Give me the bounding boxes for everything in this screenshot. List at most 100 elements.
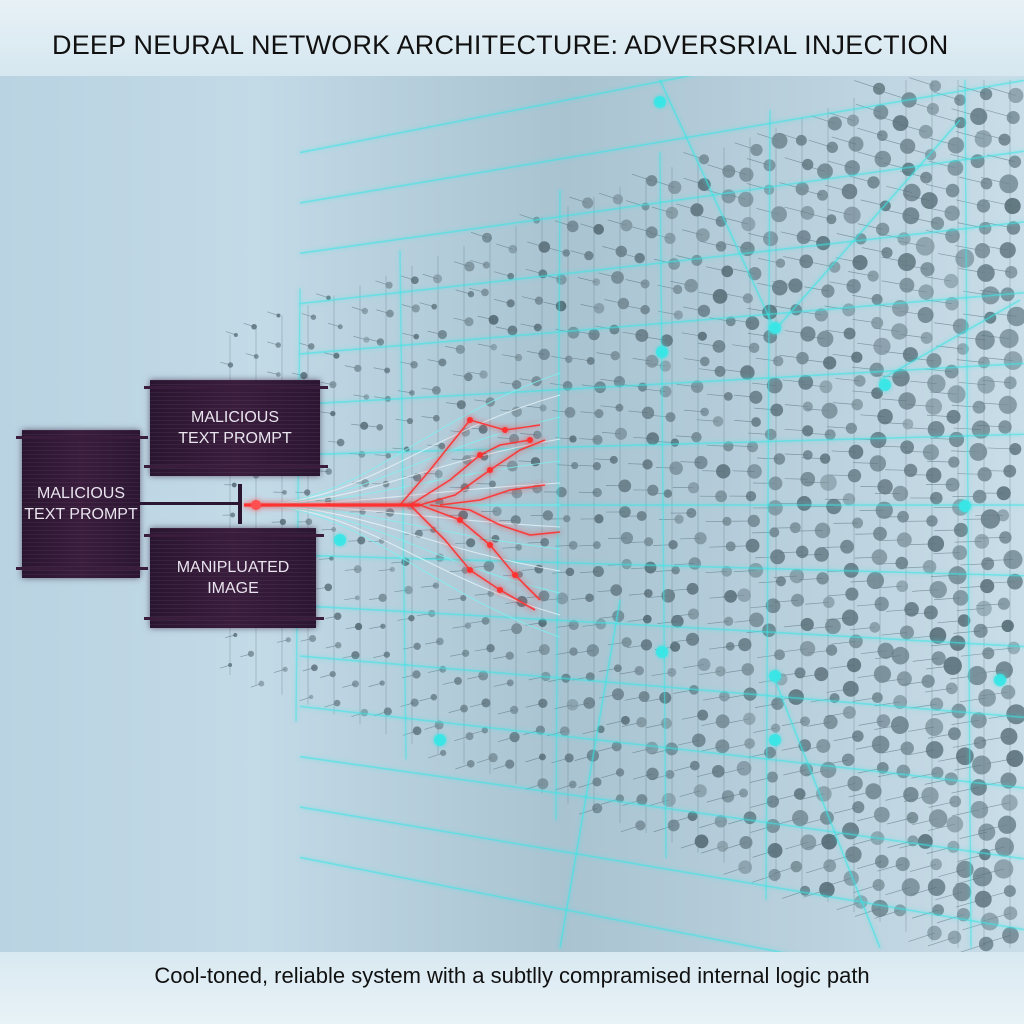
mesh-node: [697, 658, 711, 671]
mesh-node: [931, 766, 944, 779]
mesh-node: [802, 425, 814, 437]
mesh-node: [979, 87, 993, 101]
mesh-node: [378, 593, 387, 602]
cyan-glow-node: [656, 646, 668, 658]
mesh-node: [970, 800, 989, 819]
mesh-node: [464, 261, 475, 272]
mesh-node: [976, 600, 992, 617]
mesh-node: [897, 253, 916, 272]
mesh-node: [946, 815, 964, 833]
mesh-node: [852, 517, 864, 529]
mesh-node: [814, 667, 829, 682]
mesh-node: [331, 526, 337, 532]
mesh-node: [592, 803, 603, 814]
mesh-node: [903, 463, 918, 478]
mesh-node: [413, 642, 421, 650]
mesh-node: [285, 637, 291, 643]
mesh-node: [505, 759, 515, 769]
mesh-node: [749, 390, 763, 404]
mesh-node: [716, 464, 731, 479]
mesh-node: [460, 594, 467, 602]
mesh-node: [791, 593, 805, 607]
mesh-node: [276, 313, 281, 318]
mesh-node: [762, 304, 778, 320]
mesh-node: [640, 639, 653, 651]
mesh-node: [788, 689, 804, 705]
mesh-node: [821, 402, 838, 419]
mesh-node: [827, 116, 842, 131]
mesh-node: [661, 792, 676, 807]
mesh-node: [689, 760, 700, 771]
mesh-node: [929, 627, 947, 644]
mesh-node: [867, 176, 880, 189]
mesh-node: [799, 763, 814, 777]
mesh-node: [903, 183, 921, 202]
mesh-node: [695, 228, 710, 243]
mesh-node: [361, 307, 369, 315]
mesh-node: [690, 380, 704, 393]
mesh-node: [659, 360, 671, 372]
mesh-node: [567, 326, 580, 339]
mesh-node: [722, 164, 736, 178]
mesh-node: [945, 296, 959, 311]
mesh-node: [432, 582, 439, 589]
mesh-node: [871, 293, 883, 306]
mesh-node: [300, 371, 308, 380]
mesh-node: [974, 890, 992, 908]
mesh-node: [664, 232, 676, 245]
mesh-node: [492, 506, 502, 517]
mesh-node: [383, 651, 391, 658]
mesh-node: [691, 254, 703, 266]
mesh-node: [635, 820, 646, 831]
mesh-node: [725, 541, 736, 552]
mesh-node: [279, 518, 287, 526]
mesh-node: [869, 362, 884, 377]
cyan-pathway: [299, 806, 1024, 931]
mesh-node: [645, 226, 658, 239]
mesh-node: [923, 605, 938, 620]
mesh-node: [506, 460, 518, 472]
mesh-node: [974, 534, 990, 549]
mesh-node: [542, 510, 554, 521]
mesh-node: [956, 343, 969, 355]
mesh-node: [592, 541, 601, 550]
mesh-node: [636, 510, 647, 522]
mesh-node: [748, 266, 762, 281]
mesh-node: [1006, 704, 1024, 725]
mesh-node: [770, 549, 785, 565]
mesh-node: [610, 584, 623, 596]
mesh-node: [615, 794, 625, 803]
mesh-node: [998, 395, 1017, 414]
mesh-node: [980, 579, 995, 594]
mesh-node: [947, 385, 966, 404]
logic-path-curve: [249, 416, 561, 506]
mesh-node: [743, 712, 756, 725]
mesh-node: [1001, 619, 1014, 633]
mesh-node: [978, 689, 996, 707]
mesh-node: [871, 735, 890, 754]
mesh-node: [537, 778, 549, 790]
mesh-node: [948, 566, 967, 585]
mesh-node: [796, 230, 811, 245]
mesh-node: [921, 674, 935, 688]
logic-path-curve: [249, 504, 561, 638]
mesh-node: [440, 749, 447, 757]
mesh-node: [636, 794, 648, 806]
input-connector-cap: [238, 484, 242, 524]
mesh-node: [410, 698, 419, 707]
mesh-node: [671, 566, 680, 575]
mesh-node: [821, 284, 835, 298]
cyan-glow-node: [769, 734, 781, 746]
mesh-node: [737, 588, 751, 602]
mesh-node: [613, 376, 626, 388]
mesh-node: [820, 474, 837, 491]
mesh-node: [637, 382, 648, 392]
mesh-node: [461, 566, 469, 574]
mesh-node: [640, 304, 650, 315]
mesh-node: [969, 442, 988, 461]
mesh-node: [711, 764, 725, 778]
mesh-node: [620, 531, 634, 545]
mesh-node: [739, 835, 753, 850]
mesh-node: [817, 189, 828, 201]
mesh-node: [899, 138, 916, 154]
